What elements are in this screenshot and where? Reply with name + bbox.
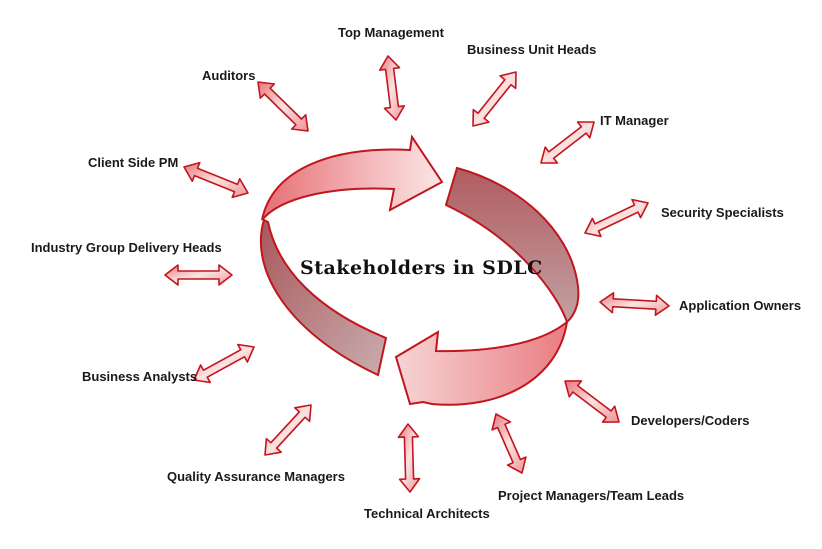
label-technical-architects: Technical Architects (364, 506, 490, 521)
arrow-project-managers-team-leads (491, 413, 527, 474)
arrow-it-manager (540, 121, 595, 164)
sdlc-cycle (259, 134, 580, 406)
arrow-security-specialists (584, 198, 649, 238)
arrow-top-management (378, 55, 406, 121)
arrow-developers-coders (564, 380, 620, 423)
arrow-business-unit-heads (472, 71, 517, 127)
label-industry-group-delivery-heads: Industry Group Delivery Heads (31, 240, 222, 255)
arrow-application-owners (599, 291, 670, 317)
center-title: Stakeholders in SDLC (300, 257, 543, 279)
label-business-analysts: Business Analysts (82, 369, 198, 384)
label-application-owners: Application Owners (679, 298, 802, 313)
label-quality-assurance-managers: Quality Assurance Managers (167, 469, 345, 484)
label-developers-coders: Developers/Coders (631, 413, 750, 428)
cycle-right-band (444, 166, 580, 324)
arrow-quality-assurance-managers (264, 404, 312, 456)
label-security-specialists: Security Specialists (661, 205, 784, 220)
label-client-side-pm: Client Side PM (88, 155, 179, 170)
label-business-unit-heads: Business Unit Heads (467, 42, 597, 57)
arrow-business-analysts (193, 343, 255, 384)
cycle-bottom-arrow (394, 319, 569, 406)
cycle-left-band (259, 218, 388, 377)
label-top-management: Top Management (338, 25, 444, 40)
label-it-manager: IT Manager (600, 113, 669, 128)
arrow-auditors (257, 81, 309, 132)
label-project-managers-team-leads: Project Managers/Team Leads (498, 488, 685, 503)
arrow-client-side-pm (183, 161, 249, 199)
cycle-top-arrow (261, 134, 444, 221)
arrow-technical-architects (397, 423, 421, 493)
stakeholder-arrows (164, 55, 670, 493)
arrow-industry-group-delivery-heads (164, 264, 233, 286)
label-auditors: Auditors (202, 68, 256, 83)
